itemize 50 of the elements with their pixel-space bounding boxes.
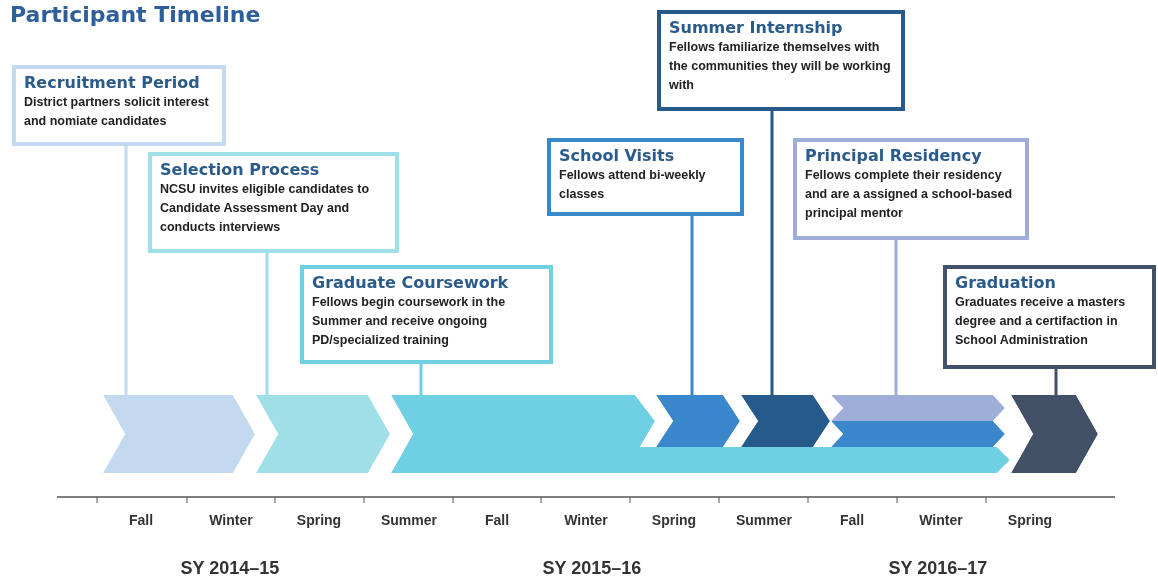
milestone-description: Fellows familiarize themselves with the communities they will be working with bbox=[669, 39, 892, 94]
milestone-description: Fellows begin coursework in the Summer and receive ongoing PD/specialized training bbox=[312, 294, 507, 349]
timeline-bar bbox=[831, 395, 1005, 421]
milestone-description: District partners solicit interest and nomiate candidates bbox=[24, 94, 210, 130]
connector-line bbox=[1054, 369, 1058, 395]
milestone-box bbox=[943, 265, 1156, 369]
milestone-heading: Recruitment Period bbox=[24, 73, 201, 93]
milestone-heading: Summer Internship bbox=[669, 18, 844, 38]
season-label: Fall bbox=[128, 512, 154, 528]
connector-line bbox=[690, 216, 694, 395]
season-label: Summer bbox=[736, 512, 792, 528]
milestone-heading: School Visits bbox=[559, 146, 676, 166]
milestone-heading: Graduation bbox=[955, 273, 1057, 293]
school-year-label: SY 2016–17 bbox=[888, 557, 988, 579]
connector-line bbox=[419, 364, 423, 395]
timeline-bar bbox=[741, 395, 830, 447]
diagram-title: Participant Timeline bbox=[10, 2, 261, 27]
season-label: Winter bbox=[919, 512, 963, 528]
season-label: Fall bbox=[484, 512, 510, 528]
milestone-box bbox=[300, 265, 553, 364]
connector-line bbox=[894, 240, 898, 395]
season-label: Summer bbox=[381, 512, 437, 528]
milestone-box bbox=[657, 10, 905, 111]
season-label: Winter bbox=[209, 512, 253, 528]
milestone-heading: Principal Residency bbox=[805, 146, 983, 166]
connector-line bbox=[265, 253, 269, 395]
milestone-box bbox=[547, 138, 744, 216]
season-label: Spring bbox=[296, 512, 342, 528]
season-label: Fall bbox=[839, 512, 865, 528]
milestone-box bbox=[148, 152, 399, 253]
timeline-bar bbox=[655, 447, 1010, 473]
milestone-box bbox=[12, 65, 226, 146]
milestone-heading: Graduate Coursework bbox=[312, 273, 510, 293]
season-label: Winter bbox=[564, 512, 608, 528]
season-label: Spring bbox=[1007, 512, 1053, 528]
milestone-description: NCSU invites eligible candidates to Candidate Assessment Day and conducts interviews bbox=[160, 181, 371, 236]
milestone-description: Graduates receive a masters degree and a certifaction in School Administration bbox=[955, 294, 1127, 349]
milestone-heading: Selection Process bbox=[160, 160, 321, 180]
school-year-label: SY 2014–15 bbox=[180, 557, 280, 579]
season-label: Spring bbox=[651, 512, 697, 528]
timeline-bar bbox=[391, 395, 655, 473]
milestone-box bbox=[793, 138, 1029, 240]
milestone-description: Fellows complete their residency and are a assigned a school-based principal mentor bbox=[805, 167, 1014, 222]
timeline-bar bbox=[256, 395, 390, 473]
timeline-bar bbox=[1011, 395, 1098, 473]
milestone-description: Fellows attend bi-weekly classes bbox=[559, 167, 707, 203]
connector-line bbox=[124, 146, 128, 395]
connector-line bbox=[770, 111, 774, 395]
timeline-bar bbox=[103, 395, 255, 473]
school-year-label: SY 2015–16 bbox=[542, 557, 642, 579]
